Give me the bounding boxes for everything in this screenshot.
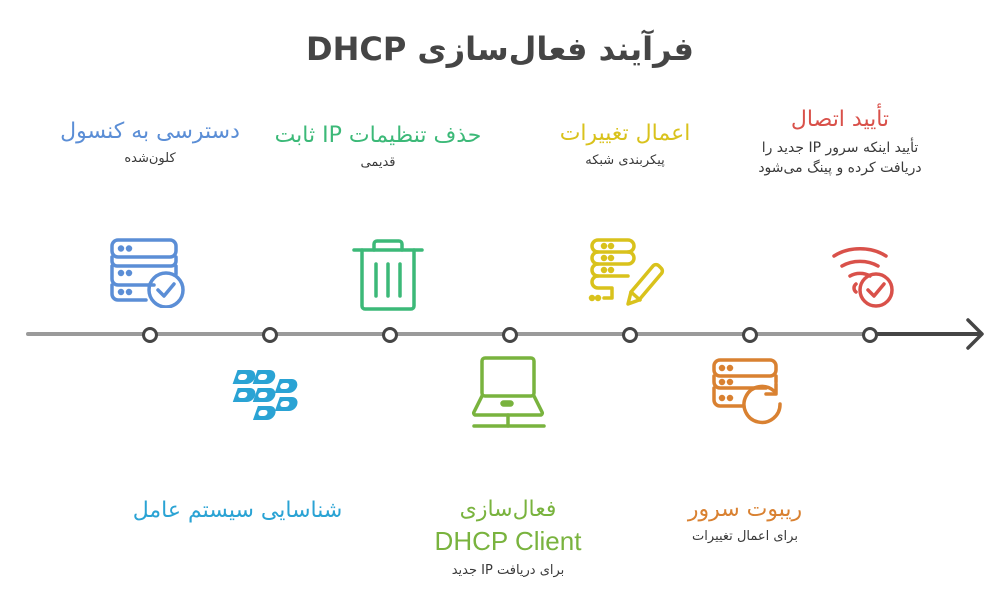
step-title: تأیید اتصال: [790, 107, 890, 132]
step-title: ریبوت سرور: [687, 497, 803, 522]
step-reboot-server: ریبوت سرور برای اعمال تغییرات: [650, 496, 840, 546]
step-title: اعمال تغییرات: [559, 121, 691, 146]
step-desc: کلون‌شده: [124, 151, 176, 166]
timeline-node-2: [262, 327, 278, 343]
step-verify-connection: تأیید اتصال تأیید اینکه سرور IP جدید را …: [730, 106, 950, 178]
step-enable-dhcp-client: فعال‌سازی DHCP Client برای دریافت IP جدی…: [398, 496, 618, 580]
timeline-node-7: [862, 327, 878, 343]
arrow-head-icon: [966, 318, 984, 350]
step-desc: قدیمی: [360, 155, 396, 170]
step-apply-changes: اعمال تغییرات پیکربندی شبکه: [530, 120, 720, 170]
timeline-node-4: [502, 327, 518, 343]
step-title: شناسایی سیستم عامل: [132, 498, 343, 523]
step-desc-line2: دریافت کرده و پینگ می‌شود: [758, 160, 922, 176]
step-title: حذف تنظیمات IP ثابت: [274, 123, 482, 148]
step-desc: پیکربندی شبکه: [585, 153, 665, 168]
laptop-network-icon: [472, 356, 546, 428]
timeline-node-5: [622, 327, 638, 343]
step-desc: برای اعمال تغییرات: [692, 529, 798, 544]
timeline-node-1: [142, 327, 158, 343]
timeline-node-3: [382, 327, 398, 343]
trash-icon: [352, 239, 424, 311]
step-console-access: دسترسی به کنسول کلون‌شده: [40, 118, 260, 168]
step-title: دسترسی به کنسول: [60, 119, 240, 144]
step-title-line1: فعال‌سازی: [459, 497, 557, 522]
diagram-title: فرآیند فعال‌سازی DHCP: [306, 30, 694, 68]
step-os-detection: شناسایی سیستم عامل: [120, 497, 355, 525]
server-refresh-icon: [712, 358, 782, 425]
blackberry-logo-icon: [232, 370, 298, 420]
server-edit-icon: [588, 238, 665, 306]
timeline-node-6: [742, 327, 758, 343]
step-remove-static-ip: حذف تنظیمات IP ثابت قدیمی: [258, 122, 498, 172]
wifi-check-icon: [832, 247, 894, 308]
step-desc: برای دریافت IP جدید: [451, 563, 565, 578]
step-title-line2: DHCP Client: [434, 526, 582, 556]
server-check-icon: [110, 238, 185, 308]
step-desc-line1: تأیید اینکه سرور IP جدید را: [761, 140, 919, 156]
